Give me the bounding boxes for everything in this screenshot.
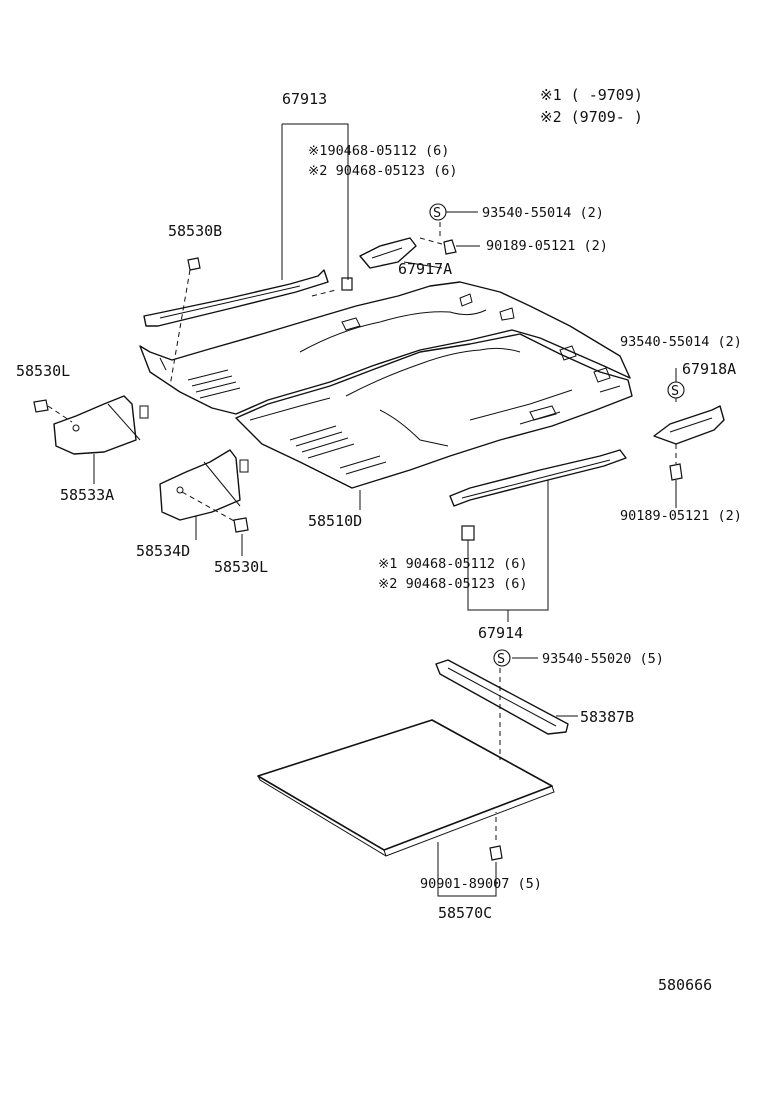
label-67914-b: ※2 90468-05123 (6)	[378, 576, 527, 592]
label-58510D: 58510D	[308, 512, 362, 530]
scuff-plate-67913	[143, 269, 329, 327]
label-58530B: 58530B	[168, 222, 222, 240]
legend-note-1: ※1 ( -9709)	[540, 86, 643, 104]
label-90901: 90901-89007 (5)	[420, 876, 542, 892]
clip-90468	[341, 277, 353, 291]
label-67913-a: ※190468-05112 (6)	[308, 143, 449, 159]
label-67913: 67913	[282, 90, 327, 108]
figure-code: 580666	[658, 976, 712, 994]
label-58530L-mid: 58530L	[214, 558, 268, 576]
s-mark-icon: S	[493, 649, 511, 667]
label-93540-top: 93540-55014 (2)	[482, 205, 604, 221]
bracket-58387B	[435, 659, 569, 735]
label-93540-right: 93540-55014 (2)	[620, 334, 742, 350]
label-58530L-left: 58530L	[16, 362, 70, 380]
label-67914: 67914	[478, 624, 523, 642]
svg-text:S: S	[433, 205, 441, 221]
clip-90468-lower	[461, 525, 475, 541]
clip-58530L-left	[33, 399, 49, 413]
plate-67918A	[653, 405, 725, 445]
trim-58533A	[53, 395, 149, 455]
label-67918A: 67918A	[682, 360, 736, 378]
svg-text:S: S	[671, 383, 679, 399]
luggage-mat-58570C	[257, 719, 555, 857]
floor-carpet-58510D	[139, 281, 633, 489]
label-58387B: 58387B	[580, 708, 634, 726]
clip-58530L-mid	[233, 517, 249, 533]
trim-58534D	[159, 449, 249, 521]
clip-58530B	[187, 257, 201, 271]
label-58534D: 58534D	[136, 542, 190, 560]
label-67914-a: ※1 90468-05112 (6)	[378, 556, 527, 572]
legend-note-2: ※2 (9709- )	[540, 108, 643, 126]
svg-text:S: S	[497, 651, 505, 667]
plate-67917A	[359, 237, 417, 269]
clip-90901	[489, 845, 503, 861]
label-90189-right: 90189-05121 (2)	[620, 508, 742, 524]
label-58570C: 58570C	[438, 904, 492, 922]
clip-90189-top	[443, 239, 457, 255]
clip-90189-right	[669, 463, 683, 481]
label-90189-top: 90189-05121 (2)	[486, 238, 608, 254]
label-67913-b: ※2 90468-05123 (6)	[308, 163, 457, 179]
label-93540-55020: 93540-55020 (5)	[542, 651, 664, 667]
scuff-plate-67914	[449, 449, 627, 507]
label-58533A: 58533A	[60, 486, 114, 504]
s-mark-icon: S	[667, 381, 685, 399]
label-67917A: 67917A	[398, 260, 452, 278]
s-mark-icon: S	[429, 203, 447, 221]
